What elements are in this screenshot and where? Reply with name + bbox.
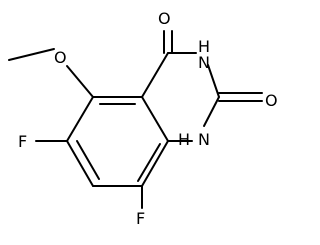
atom-h-top: H: [198, 37, 210, 56]
bond-methyl-methoxy-o: [8, 48, 55, 61]
bond-c8a-c8-double: [137, 143, 161, 182]
bonds: [8, 30, 263, 209]
atom-h-bottom: H: [178, 130, 190, 149]
bond-c4a-c4: [141, 52, 169, 98]
bond-methoxy-o-c5: [66, 65, 94, 98]
bond-c4a-c8a: [141, 96, 169, 142]
bond-c8a-c8: [141, 140, 169, 187]
atom-o-top: O: [158, 9, 171, 28]
atom-o-right: O: [265, 91, 278, 110]
atom-n-bottom: N: [198, 130, 210, 149]
atom-f-left: F: [18, 132, 27, 151]
bond-c6-c5: [66, 96, 94, 142]
bond-c7-c6-double: [76, 140, 100, 180]
quinazolinedione-structure: H N O O H N O F F: [8, 9, 278, 228]
atom-labels: H N O O H N O F F: [18, 9, 278, 228]
bond-n3-c2: [207, 64, 220, 98]
atom-f-bottom: F: [136, 209, 145, 228]
atom-n-top: N: [198, 53, 210, 72]
atom-o-methoxy: O: [54, 48, 67, 67]
bond-c7-c6: [66, 140, 94, 187]
bond-c2-n1: [203, 96, 220, 127]
